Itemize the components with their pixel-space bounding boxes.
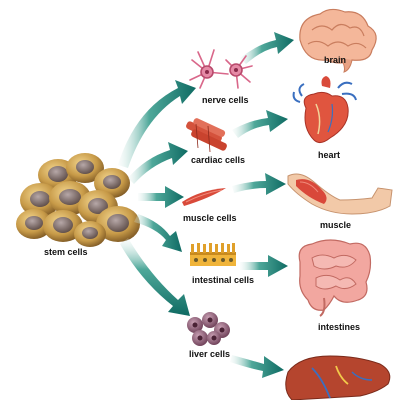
heart-label: heart [318, 150, 341, 160]
intestinal-cells-label: intestinal cells [192, 275, 255, 285]
stem-cells-label: stem cells [44, 247, 88, 257]
nerve-cell-icon [189, 49, 253, 89]
liver-cell-icon [187, 312, 230, 346]
brain-label: brain [324, 55, 347, 65]
intestines-icon [298, 239, 372, 317]
cardiac-cell-icon [186, 118, 227, 153]
arrow-to-intestinal-cells [134, 214, 182, 252]
arrow-to-liver-cells [120, 238, 190, 316]
arrow-cardiac-to-heart [232, 110, 288, 138]
liver-cells-label: liver cells [189, 349, 231, 359]
muscle-cells-label: muscle cells [183, 213, 237, 223]
arrow-muscle-to-muscle [232, 173, 286, 195]
cardiac-cells-label: cardiac cells [191, 155, 246, 165]
heart-icon [292, 76, 357, 144]
brain-icon [299, 8, 377, 73]
nerve-cells-label: nerve cells [202, 95, 249, 105]
muscle-cell-icon [182, 188, 226, 206]
stem-cell-cluster-icon [16, 153, 140, 247]
intestinal-cell-icon [190, 243, 236, 266]
arrow-to-nerve-cells [118, 80, 196, 168]
arrow-nerve-to-brain [240, 32, 294, 64]
muscle-label: muscle [320, 220, 352, 230]
arrow-to-muscle-cells [138, 186, 184, 208]
arrow-to-cardiac-cells [128, 142, 188, 184]
arrow-liver-to-liver [230, 355, 284, 378]
intestines-label: intestines [318, 322, 361, 332]
arrow-intestinal-to-intestines [240, 255, 288, 277]
muscle-icon [287, 173, 393, 215]
liver-icon [285, 355, 391, 400]
